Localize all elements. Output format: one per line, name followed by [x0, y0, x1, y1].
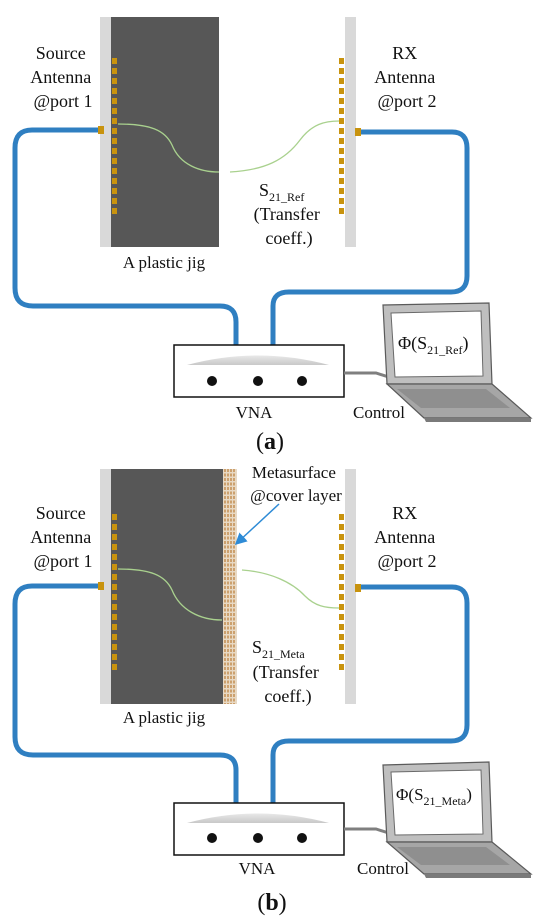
source-antenna-elements	[112, 514, 117, 670]
metasurface-cover-layer	[223, 469, 237, 704]
laptop	[382, 302, 533, 422]
rx-antenna-label: RX Antenna @port 2	[374, 43, 439, 111]
plastic-jig	[111, 17, 219, 247]
vna-label: VNA	[236, 403, 274, 422]
rx-port-connector	[355, 128, 361, 136]
signal-curve	[117, 123, 220, 173]
phase-s21-ref-label: Φ(S21_Ref)	[398, 333, 469, 357]
rx-antenna-elements	[339, 58, 344, 214]
cable-port2-to-vna	[270, 584, 470, 806]
source-port-connector	[98, 582, 104, 590]
control-label: Control	[357, 859, 409, 878]
plastic-jig-label: A plastic jig	[123, 708, 206, 727]
rx-antenna-plate	[345, 17, 356, 247]
source-antenna-plate	[100, 469, 111, 704]
signal-curve-rx	[241, 569, 340, 609]
source-antenna-label: Source Antenna @port 1	[30, 503, 95, 571]
vna-instrument	[173, 802, 345, 856]
panel-a: Source Antenna @port 1 RX Antenna @port …	[12, 17, 533, 455]
source-antenna-label: Source Antenna @port 1	[30, 43, 95, 111]
s21-meta-label: S21_Meta	[252, 637, 305, 661]
transfer-coeff-label: (Transfer coeff.)	[254, 204, 325, 249]
cable-port1-to-vna	[12, 127, 239, 348]
cable-port2-to-vna	[270, 129, 470, 348]
rx-antenna-label: RX Antenna @port 2	[374, 503, 439, 571]
laptop	[382, 761, 533, 878]
vna-instrument	[173, 344, 345, 398]
phase-s21-meta-label: Φ(S21_Meta)	[396, 785, 472, 808]
rx-antenna-plate	[345, 469, 356, 704]
rx-port-connector	[355, 584, 361, 592]
cable-port1-to-vna	[12, 583, 239, 806]
source-antenna-plate	[100, 17, 111, 247]
metasurface-label: Metasurface @cover layer	[250, 463, 342, 505]
panel-a-caption: (a)	[256, 429, 284, 455]
plastic-jig	[111, 469, 223, 704]
signal-curve	[117, 568, 223, 621]
panel-b-caption: (b)	[257, 890, 286, 916]
rx-antenna-elements	[339, 514, 344, 670]
vna-label: VNA	[239, 859, 277, 878]
signal-curve-rx	[229, 120, 340, 173]
panel-b: Metasurface @cover layer Source Antenna …	[12, 463, 533, 916]
control-label: Control	[353, 403, 405, 422]
source-port-connector	[98, 126, 104, 134]
metasurface-pointer-arrow	[234, 503, 280, 546]
plastic-jig-label: A plastic jig	[123, 253, 206, 272]
transfer-coeff-label: (Transfer coeff.)	[253, 662, 324, 707]
s21-ref-label: S21_Ref	[259, 180, 304, 204]
source-antenna-elements	[112, 58, 117, 214]
